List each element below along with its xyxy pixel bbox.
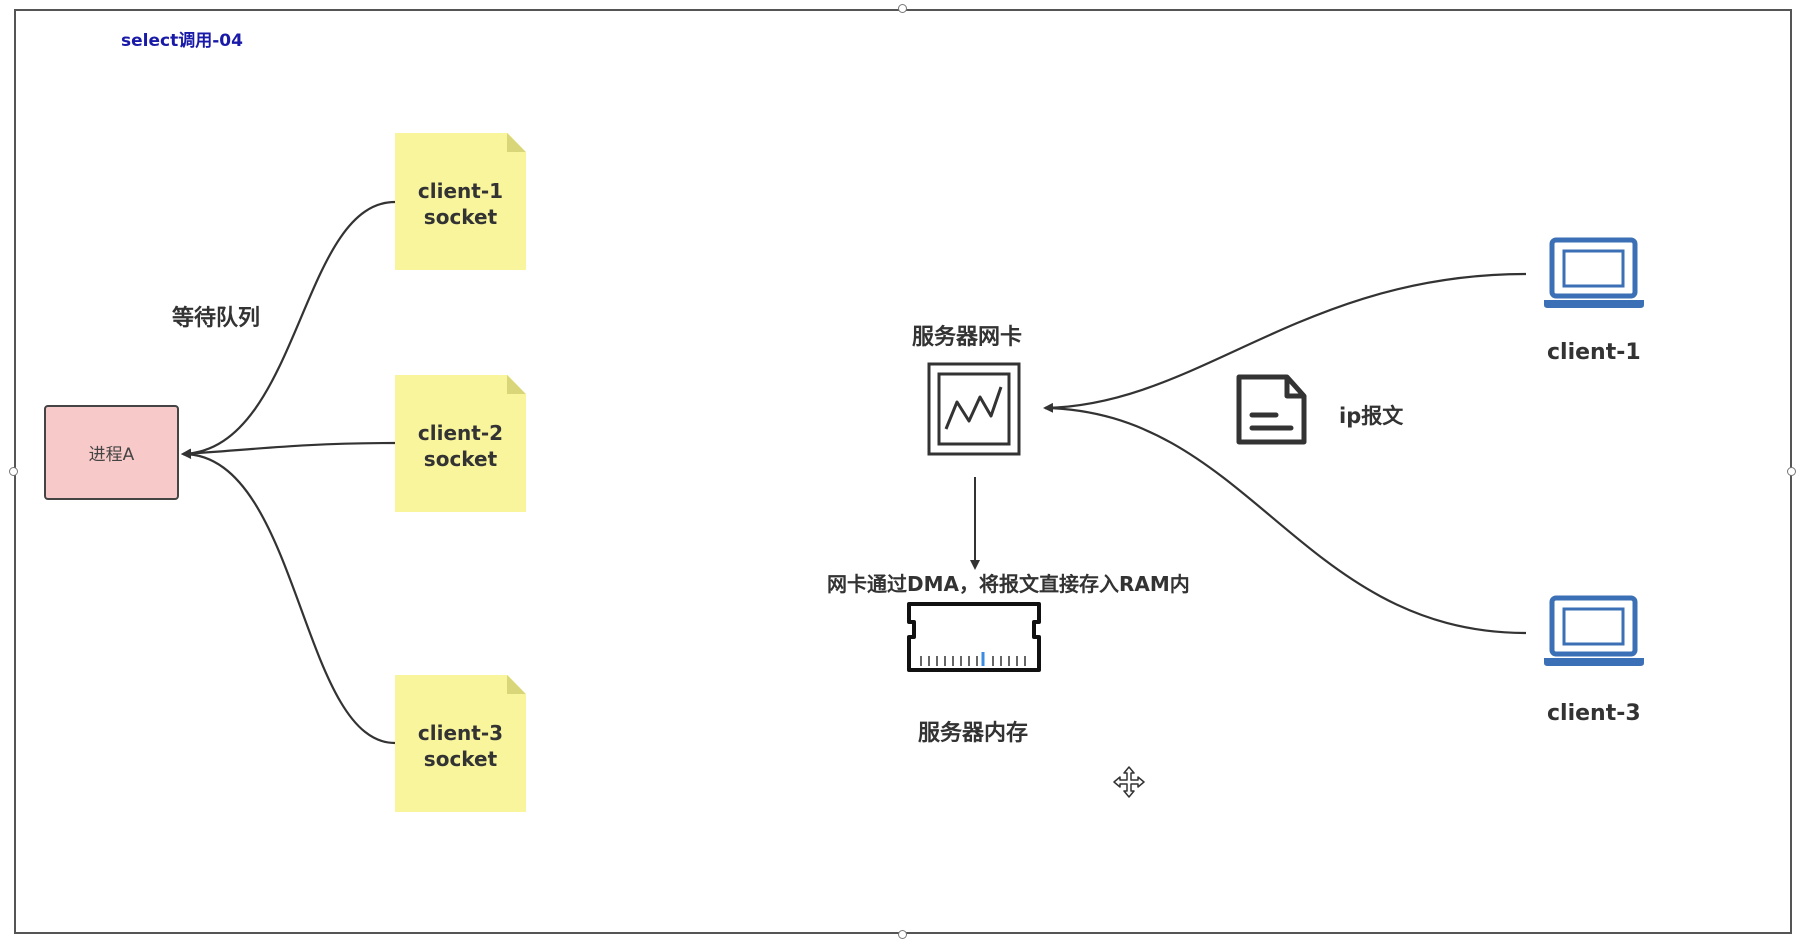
- nic-label: 服务器网卡: [912, 325, 1023, 350]
- socket-note-line1: client-1: [417, 178, 504, 203]
- diagram-title: select调用-04: [121, 31, 243, 51]
- laptop-icon-client-3: [1544, 595, 1644, 666]
- ram-module-icon: [907, 602, 1041, 672]
- resize-handle-left[interactable]: [9, 467, 18, 476]
- socket-note-line2: socket: [423, 204, 498, 229]
- socket-note-client-2[interactable]: client-2 socket: [395, 375, 526, 512]
- edge-client1-socket-to-process: [181, 200, 396, 459]
- resize-handle-top[interactable]: [898, 4, 907, 13]
- process-a-box[interactable]: 进程A: [44, 405, 179, 500]
- resize-handle-right[interactable]: [1787, 467, 1796, 476]
- resize-handle-bottom[interactable]: [898, 930, 907, 939]
- socket-note-client-3[interactable]: client-3 socket: [395, 675, 526, 812]
- process-a-label: 进程A: [88, 445, 135, 465]
- move-cursor-icon: [1113, 766, 1145, 798]
- client-3-label: client-3: [1547, 701, 1641, 726]
- edge-client3-socket-to-process: [181, 449, 396, 745]
- wait-queue-label: 等待队列: [172, 306, 261, 331]
- socket-note-line1: client-2: [417, 420, 504, 445]
- edge-client1-to-nic: [1043, 272, 1527, 413]
- socket-note-line2: socket: [423, 746, 498, 771]
- socket-note-line2: socket: [423, 446, 498, 471]
- network-card-icon: [927, 362, 1021, 456]
- laptop-icon-client-1: [1544, 237, 1644, 308]
- edge-client2-socket-to-process: [181, 441, 396, 459]
- memory-label: 服务器内存: [918, 721, 1029, 746]
- document-icon: [1236, 374, 1307, 445]
- packet-label: ip报文: [1339, 404, 1404, 428]
- edge-client3-to-nic: [1044, 406, 1527, 635]
- socket-note-client-1[interactable]: client-1 socket: [395, 133, 526, 270]
- dma-description: 网卡通过DMA，将报文直接存入RAM内: [827, 572, 1190, 596]
- socket-note-line1: client-3: [417, 720, 504, 745]
- client-1-label: client-1: [1547, 340, 1641, 365]
